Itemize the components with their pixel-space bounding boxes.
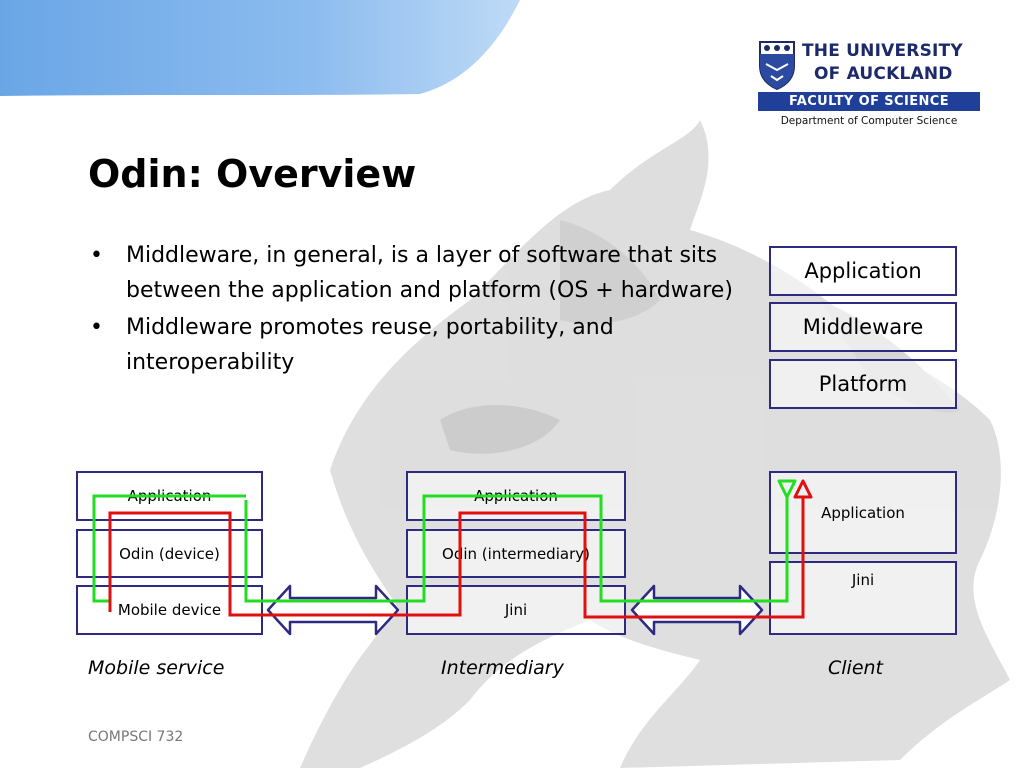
client-jini-box: Jini bbox=[769, 561, 957, 635]
caption-intermediary: Intermediary bbox=[441, 657, 564, 679]
box-label: Application bbox=[474, 487, 558, 505]
course-footer: COMPSCI 732 bbox=[88, 729, 184, 745]
box-label: Application bbox=[127, 487, 212, 505]
stack-platform-box: Platform bbox=[769, 359, 957, 409]
bullet-text: Middleware promotes reuse, portability, … bbox=[126, 315, 614, 375]
box-label: Jini bbox=[851, 571, 875, 589]
slide-title: Odin: Overview bbox=[88, 152, 417, 196]
stack-application-box: Application bbox=[769, 246, 957, 296]
bullet-glyph: • bbox=[90, 243, 103, 268]
client-application-box: Application bbox=[769, 471, 957, 554]
bullet-list: • Middleware, in general, is a layer of … bbox=[88, 238, 738, 382]
sky-banner bbox=[0, 0, 520, 96]
statue-watermark bbox=[300, 120, 1010, 768]
intermediary-odin-box: Odin (intermediary) bbox=[406, 529, 626, 578]
intermediary-application-box: Application bbox=[406, 471, 626, 521]
stack-middleware-box: Middleware bbox=[769, 302, 957, 352]
box-label: Jini bbox=[504, 601, 528, 619]
university-crest-icon bbox=[759, 41, 795, 90]
university-name-line1: THE UNIVERSITY bbox=[802, 41, 963, 61]
department-name: Department of Computer Science bbox=[780, 115, 958, 127]
box-label: Mobile device bbox=[117, 601, 222, 619]
box-label: Platform bbox=[818, 372, 908, 396]
intermediary-jini-box: Jini bbox=[406, 585, 626, 635]
bullet-text: Middleware, in general, is a layer of so… bbox=[126, 243, 733, 303]
box-label: Application bbox=[821, 503, 905, 522]
mobile-application-box: Application bbox=[76, 471, 263, 521]
box-label: Application bbox=[804, 259, 922, 283]
mobile-odin-box: Odin (device) bbox=[76, 529, 263, 578]
caption-client: Client bbox=[828, 657, 884, 679]
bullet-glyph: • bbox=[90, 315, 103, 340]
caption-mobile-service: Mobile service bbox=[88, 657, 225, 679]
university-name-line2: OF AUCKLAND bbox=[814, 64, 953, 84]
box-label: Odin (intermediary) bbox=[442, 544, 590, 563]
box-label: Middleware bbox=[802, 315, 924, 339]
bullet-item: • Middleware promotes reuse, portability… bbox=[88, 310, 738, 380]
box-label: Odin (device) bbox=[119, 544, 220, 563]
mobile-device-box: Mobile device bbox=[76, 585, 263, 635]
bullet-item: • Middleware, in general, is a layer of … bbox=[88, 238, 738, 308]
faculty-banner: FACULTY OF SCIENCE bbox=[758, 92, 980, 111]
